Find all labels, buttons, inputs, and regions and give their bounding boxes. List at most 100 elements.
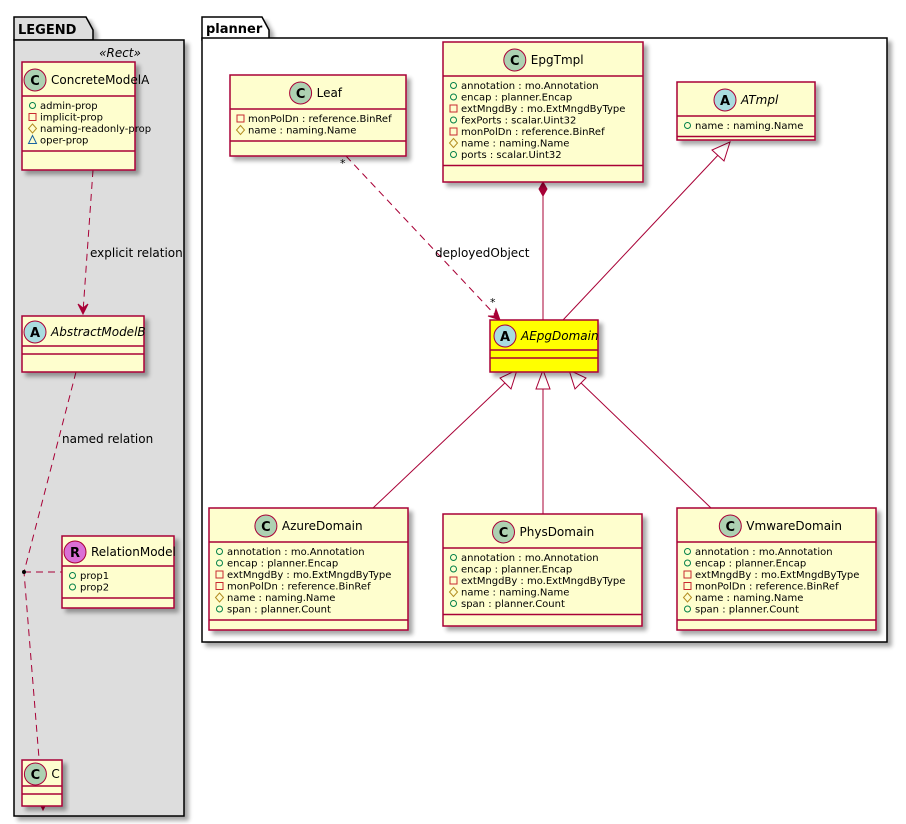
class-kind-glyph: C (296, 87, 306, 102)
edge-inherit-phys[interactable] (535, 368, 551, 514)
legend-title: LEGEND (18, 23, 77, 38)
class-attribute: encap : planner.Encap (450, 93, 572, 104)
class-name: ATmpl (740, 93, 779, 107)
attribute-text: encap : planner.Encap (461, 565, 572, 576)
class-attribute: name : naming.Name (448, 586, 569, 599)
attribute-text: monPolDn : reference.BinRef (248, 114, 392, 125)
class-attribute: fexPorts : scalar.Uint32 (450, 116, 576, 127)
class-attribute: oper-prop (27, 134, 88, 147)
visibility-private-icon (236, 114, 245, 123)
class-attribute: prop1 (69, 571, 109, 582)
edge-inherit-azure[interactable] (372, 369, 518, 509)
class-attribute: implicit-prop (28, 113, 103, 124)
edge-relation-link (22, 570, 62, 574)
class-kind-glyph: C (30, 74, 40, 89)
edge-inherit-atmpl[interactable] (562, 141, 731, 321)
class-kind-c-icon (718, 514, 742, 538)
inherit-arrow-icon (499, 369, 518, 390)
visibility-public-icon (684, 559, 691, 567)
class-attribute: span : planner.Count (216, 605, 331, 616)
class-name: VmwareDomain (746, 519, 842, 533)
visibility-private-icon (683, 570, 692, 579)
attribute-text: monPolDn : reference.BinRef (695, 582, 839, 593)
composition-diamond-icon (538, 180, 548, 198)
class-name: ConcreteModelA (51, 73, 150, 87)
class-attribute: annotation : mo.Annotation (450, 81, 599, 92)
class-attribute: encap : planner.Encap (216, 559, 338, 570)
visibility-public-icon (450, 565, 457, 573)
attribute-text: name : naming.Name (695, 593, 803, 604)
visibility-protected-icon (682, 592, 693, 603)
class-name: Leaf (317, 86, 343, 100)
class-box (208, 507, 409, 631)
arrow-head-icon (77, 303, 89, 316)
class-kind-c-icon (23, 762, 47, 786)
visibility-private-icon (449, 127, 458, 136)
class-attribute: span : planner.Count (450, 599, 565, 610)
attribute-text: extMngdBy : mo.ExtMngdByType (461, 576, 625, 587)
visibility-private-icon (215, 582, 224, 590)
visibility-public-icon (216, 605, 223, 613)
attribute-text: span : planner.Count (695, 605, 799, 616)
edge-explicit-relation[interactable]: explicit relation (77, 169, 183, 316)
attribute-text: prop2 (80, 583, 109, 594)
class-attribute: encap : planner.Encap (684, 559, 806, 570)
class-name: PhysDomain (520, 525, 595, 539)
visibility-private-icon (215, 570, 224, 579)
inherit-arrow-icon (535, 368, 551, 390)
class-attribute: annotation : mo.Annotation (450, 553, 599, 564)
class-kind-a-icon (493, 324, 517, 348)
class-attribute: name : naming.Name (448, 137, 569, 150)
attribute-text: encap : planner.Encap (695, 559, 806, 570)
multiplicity-source: * (340, 157, 346, 170)
edge-inherit-vmware[interactable] (568, 369, 712, 509)
class-attribute: monPolDn : reference.BinRef (215, 582, 371, 593)
visibility-public-icon (69, 583, 76, 591)
class-name: RelationModel (91, 545, 176, 559)
class-name: EpgTmpl (531, 53, 584, 67)
class-attribute: encap : planner.Encap (450, 565, 572, 576)
class-kind-a-icon (23, 320, 47, 344)
class-box (442, 41, 644, 183)
class-kind-c-icon (289, 81, 313, 105)
class-name: AbstractModelB (50, 325, 146, 339)
class-physdomain[interactable]: C PhysDomain annotation : mo.Annotationenc… (442, 513, 643, 627)
attribute-text: admin-prop (40, 101, 98, 112)
class-attribute: monPolDn : reference.BinRef (236, 114, 392, 125)
visibility-public-icon (69, 572, 76, 579)
attribute-text: annotation : mo.Annotation (461, 81, 599, 92)
visibility-public-icon (216, 559, 223, 567)
class-attribute: name : naming.Name (235, 124, 356, 137)
class-kind-glyph: C (499, 526, 509, 541)
attribute-text: encap : planner.Encap (461, 93, 572, 104)
class-kind-c-icon (254, 514, 278, 538)
visibility-public-icon (684, 122, 691, 129)
class-box (676, 81, 816, 141)
edge-deployed-object[interactable]: deployedObject * * (340, 155, 530, 321)
class-attribute: name : naming.Name (214, 592, 335, 604)
visibility-protected-icon (27, 123, 38, 134)
attribute-text: name : naming.Name (461, 139, 569, 150)
attribute-text: prop1 (80, 571, 109, 582)
edge-composition-epgtmpl[interactable] (538, 180, 548, 320)
class-box (229, 74, 407, 157)
planner-tab (201, 16, 270, 41)
attribute-text: name : naming.Name (227, 593, 335, 604)
inherit-arrow-icon (711, 141, 731, 162)
class-attribute: span : planner.Count (684, 605, 799, 616)
visibility-package-icon (27, 134, 38, 144)
attribute-text: name : naming.Name (248, 126, 356, 137)
class-kind-glyph: C (726, 520, 736, 535)
attribute-text: name : naming.Name (461, 588, 569, 599)
